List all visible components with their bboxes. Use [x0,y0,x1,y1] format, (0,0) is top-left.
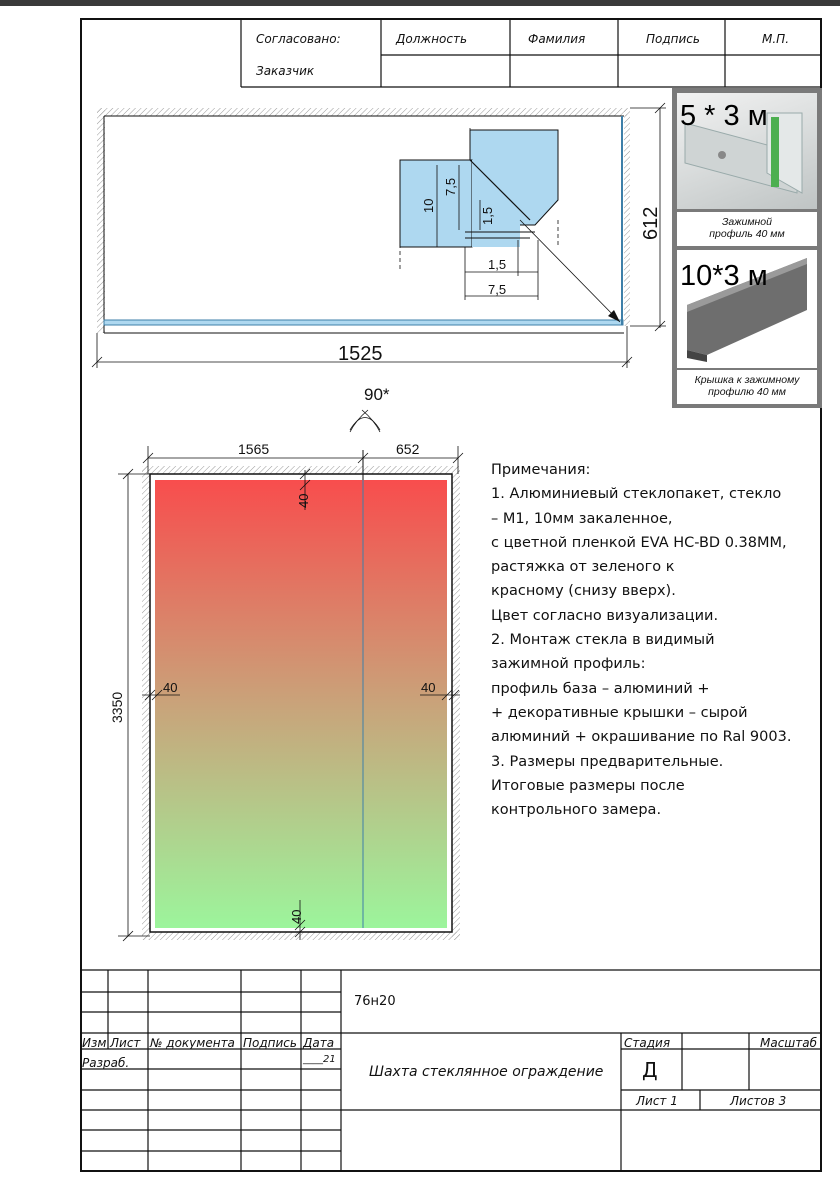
agreed-label: Согласовано: [256,32,341,46]
dim-10-label: 10 [421,199,436,213]
product-image-cover [677,250,817,368]
notes-line: 2. Монтаж стекла в видимый [491,632,715,649]
elevation-width-left-label: 1565 [238,441,269,457]
customer-label: Заказчик [256,64,315,78]
notes-title: Примечания: [491,462,591,478]
product-image-clamp-profile [677,93,817,209]
notes-line: растяжка от зеленого к [491,559,675,576]
gap-left-label: 40 [163,680,177,695]
product-1-title: 5 * 3 м [680,100,768,132]
plan-wall-left [97,108,105,333]
notes-line: 1. Алюминиевый стеклопакет, стекло [491,486,782,503]
product-1-caption-line2: профиль 40 мм [709,228,785,240]
gap-bottom-label: 40 [289,910,304,924]
notes-line: зажимной профиль: [491,656,646,673]
document-code: 76н20 [354,994,396,1009]
drawing-name: Шахта стеклянное ограждение [369,1064,604,1080]
sheet-label: Лист 1 [636,1094,678,1108]
scale-label: Масштаб [760,1036,818,1050]
elevation-drawing: 90* 1565 652 3350 40 40 40 40 [109,385,464,942]
gap-right-label: 40 [421,680,435,695]
notes-line: красному (снизу вверх). [491,583,676,600]
notes-block: Примечания: 1. Алюминиевый стеклопакет, … [491,458,821,822]
elevation-height-label: 3350 [109,692,125,723]
notes-line: с цветной пленкой EVA HC-BD 0.38MM, [491,534,787,551]
col-izm-header: Изм [82,1036,107,1050]
dim-7-5-vertical-label: 7,5 [443,178,458,196]
signature-header: Подпись [646,32,700,46]
drawing-frame [80,18,822,1172]
position-header: Должность [396,32,468,46]
notes-line: Цвет согласно визуализации. [491,607,719,624]
elevation-frame-bottom [142,932,460,940]
product-2-caption-line1: Крышка к зажимному [694,374,800,386]
notes-line: + декоративные крышки – сырой [491,704,748,721]
angle-label: 90* [364,385,390,404]
developer-label: Разраб. [82,1056,130,1070]
plan-depth-label: 612 [640,207,662,240]
product-caption-1-box [677,212,817,246]
notes-line: – М1, 10мм закаленное, [491,510,673,527]
date-value: ____21 [303,1054,336,1065]
notes-line: Итоговые размеры после [491,777,685,794]
plan-glass-line [103,319,624,326]
plan-width-label: 1525 [338,343,383,365]
gap-top-label: 40 [296,494,311,508]
elevation-glass [155,480,447,928]
notes-line: 3. Размеры предварительные. [491,753,724,770]
elevation-frame-left [142,466,150,940]
title-block-grid [80,969,822,1172]
product-2-caption: Крышка к зажимному профилю 40 мм [677,374,817,398]
sheets-total-label: Листов 3 [730,1094,787,1108]
col-sign-header: Подпись [243,1036,297,1050]
dim-1-5-horizontal-label: 1,5 [488,257,506,272]
corner-detail-profile [399,159,473,248]
col-list-header: Лист [110,1036,141,1050]
plan-wall-right [624,108,630,326]
notes-line: профиль база – алюминий + [491,680,710,697]
plan-wall-top [97,108,627,116]
seal-header: М.П. [762,32,790,46]
surname-header: Фамилия [528,32,586,46]
top-bar [0,0,840,6]
col-doc-header: № документа [150,1036,235,1050]
product-1-caption-line1: Зажимной [721,216,772,228]
col-date-header: Дата [303,1036,335,1050]
dim-1-5-vertical-label: 1,5 [480,207,495,225]
elevation-width-right-label: 652 [396,441,420,457]
elevation-frame-right [452,466,460,940]
notes-line: алюминий + окрашивание по Ral 9003. [491,729,792,746]
stage-label: Стадия [624,1036,671,1050]
product-2-title: 10*3 м [680,260,768,292]
notes-line: контрольного замера. [491,802,662,819]
product-1-caption: Зажимной профиль 40 мм [677,216,817,240]
product-caption-2-box [677,370,817,404]
plan-view-drawing: 1525 612 10 7,5 1,5 1,5 7,5 [91,102,666,368]
dim-7-5-horizontal-label: 7,5 [488,282,506,297]
product-2-caption-line2: профилю 40 мм [708,386,786,398]
stage-value: Д [642,1058,658,1082]
approval-stamp-grid [240,18,822,88]
elevation-frame-top [142,466,460,474]
